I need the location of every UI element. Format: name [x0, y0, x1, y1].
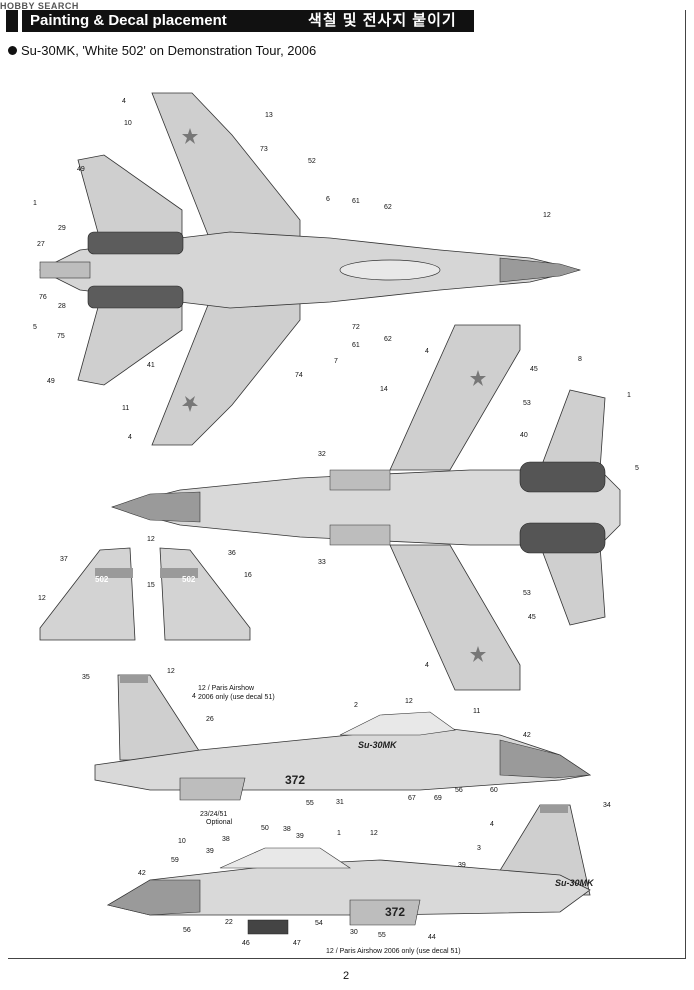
code-502-fin-right: 502 [182, 575, 196, 584]
page-number: 2 [342, 970, 350, 982]
optional-note-1: 23/24/51 [200, 811, 228, 818]
scheme-subtitle-text: Su-30MK, 'White 502' on Demonstration To… [21, 43, 317, 58]
bottom-border [8, 958, 686, 959]
bottom-view-aircraft [111, 324, 621, 691]
paris-note-upper-1: 12 / Paris Airshow [198, 685, 255, 692]
code-502-fin-left: 502 [95, 575, 109, 584]
title-korean: 색칠 및 전사지 붙이기 [308, 12, 457, 29]
bullet-icon [8, 46, 17, 55]
page-header: HOBBY SEARCH Painting & Decal placement … [0, 1, 694, 32]
side-view-upper [94, 674, 592, 801]
code-372-upper: 372 [285, 773, 305, 787]
su30-label-lower: Su-30MK [555, 878, 595, 888]
paris-note-lower: 12 / Paris Airshow 2006 only (use decal … [326, 948, 461, 955]
scheme-subtitle: Su-30MK, 'White 502' on Demonstration To… [8, 43, 316, 58]
section-marker [6, 10, 18, 32]
side-view-lower [106, 804, 591, 935]
top-view-aircraft [39, 92, 582, 446]
optional-note-2: Optional [206, 819, 233, 826]
brand-watermark: HOBBY SEARCH [0, 1, 79, 11]
right-border [685, 10, 686, 958]
su30-label-upper: Su-30MK [358, 740, 398, 750]
paris-note-upper-2: 2006 only (use decal 51) [198, 694, 275, 701]
code-372-lower: 372 [385, 905, 405, 919]
fins-view [39, 547, 251, 641]
title-bar: Painting & Decal placement 색칠 및 전사지 붙이기 [22, 10, 474, 32]
title-english: Painting & Decal placement [30, 12, 227, 29]
